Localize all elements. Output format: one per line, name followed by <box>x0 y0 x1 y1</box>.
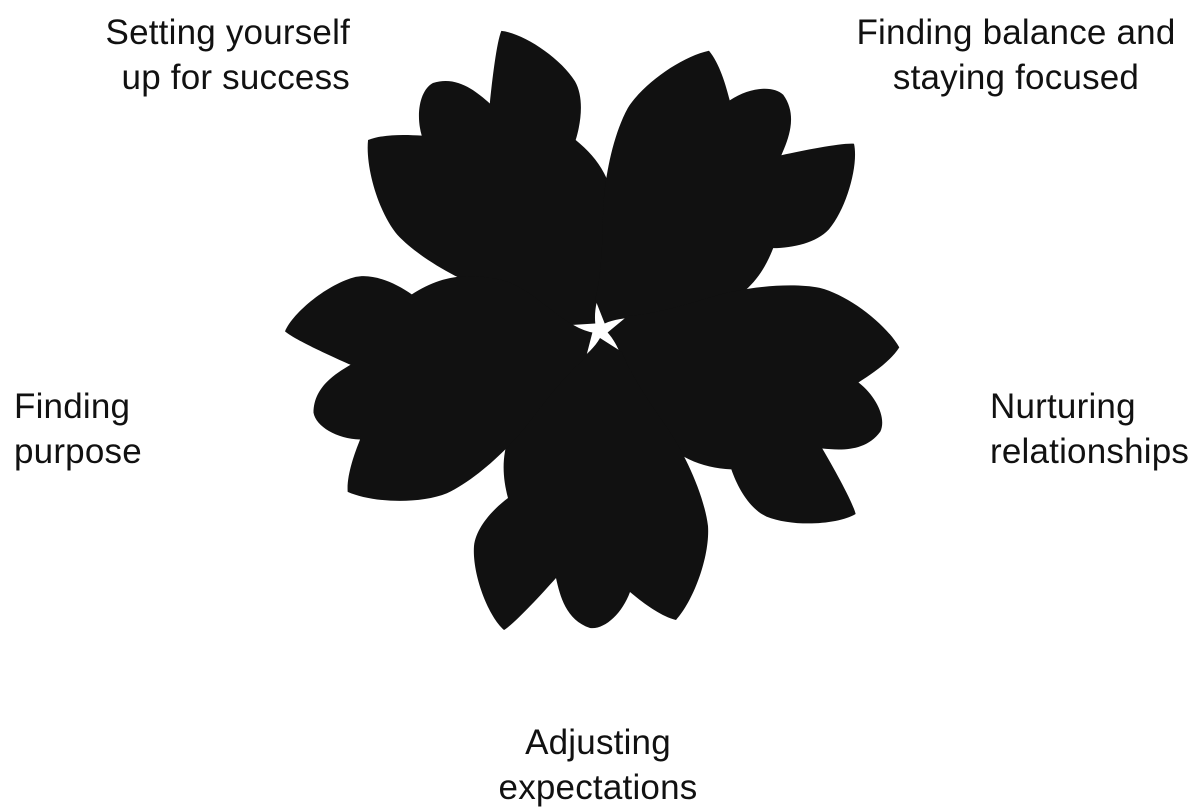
label-finding-purpose: Finding purpose <box>14 384 214 474</box>
label-line: Setting yourself <box>60 10 350 55</box>
label-adjusting-expectations: Adjusting expectations <box>448 720 748 810</box>
label-line: relationships <box>990 429 1190 474</box>
label-line: Finding <box>14 384 214 429</box>
label-line: Adjusting <box>448 720 748 765</box>
label-finding-balance: Finding balance and staying focused <box>846 10 1186 100</box>
label-line: Nurturing <box>990 384 1190 429</box>
label-line: Finding balance and <box>846 10 1186 55</box>
label-setting-yourself-up: Setting yourself up for success <box>60 10 350 100</box>
petal-group <box>276 13 919 630</box>
label-line: purpose <box>14 429 214 474</box>
label-nurturing-relationships: Nurturing relationships <box>990 384 1190 474</box>
label-line: staying focused <box>846 55 1186 100</box>
label-line: up for success <box>60 55 350 100</box>
label-line: expectations <box>448 765 748 810</box>
